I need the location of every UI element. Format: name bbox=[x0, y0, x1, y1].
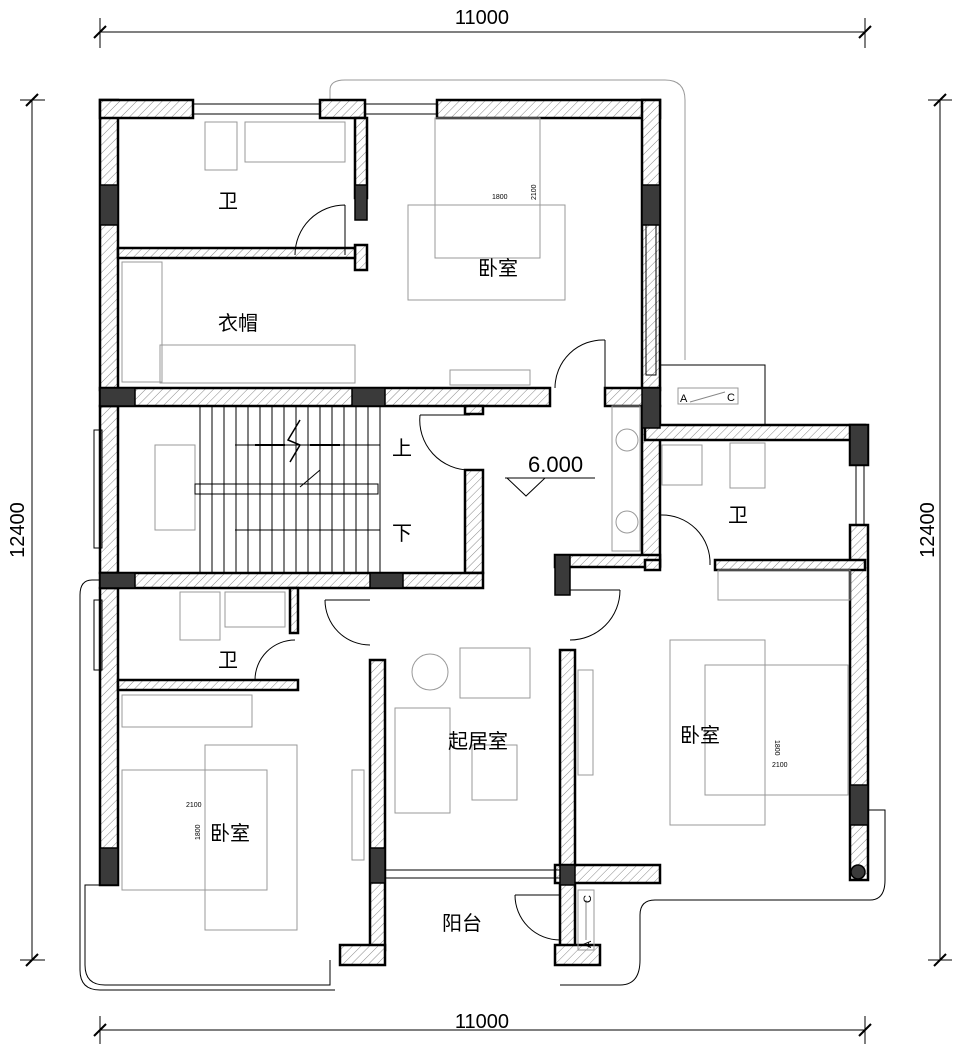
level-value: 6.000 bbox=[528, 452, 583, 477]
staircase: 上 下 bbox=[154, 406, 412, 573]
right-bed-width: 1800 bbox=[773, 740, 780, 756]
master-bed-width: 1800 bbox=[492, 194, 508, 201]
windows bbox=[93, 103, 865, 879]
stair-up-label: 上 bbox=[392, 436, 412, 460]
master-bed-length: 2100 bbox=[531, 184, 538, 200]
dimension-bottom-label: 11000 bbox=[455, 1011, 509, 1033]
dimension-left-label: 12400 bbox=[7, 502, 29, 558]
room-label-closet: 衣帽 bbox=[218, 311, 258, 335]
room-label-bath-lower-left: 卫 bbox=[218, 648, 238, 672]
doors bbox=[254, 204, 711, 941]
room-label-bedroom-right: 卧室 bbox=[680, 723, 720, 747]
ac-bottom-a: A bbox=[582, 940, 594, 948]
room-label-living-room: 起居室 bbox=[448, 729, 508, 753]
balcony-outline-bottom bbox=[84, 809, 886, 986]
room-label-bath-right: 卫 bbox=[728, 503, 748, 527]
ac-unit-top: A C bbox=[659, 364, 766, 426]
dimension-right-label: 12400 bbox=[917, 502, 939, 558]
room-label-balcony: 阳台 bbox=[442, 911, 482, 935]
room-label-master-bedroom: 卧室 bbox=[478, 256, 518, 280]
room-label-bedroom-lower-left: 卧室 bbox=[210, 821, 250, 845]
balcony-outline-left bbox=[79, 579, 335, 991]
dimension-top-label: 11000 bbox=[455, 7, 509, 29]
balcony-outline-top bbox=[329, 79, 686, 360]
furniture bbox=[121, 117, 851, 931]
lower-left-bed-length: 2100 bbox=[186, 802, 202, 809]
ac-unit-bottom: A C bbox=[577, 889, 595, 951]
dimension-left: 12400 bbox=[7, 93, 45, 967]
level-marker: 6.000 bbox=[505, 452, 595, 497]
right-bed-length: 2100 bbox=[772, 762, 788, 769]
lower-left-bed-width: 1800 bbox=[195, 824, 202, 840]
dimension-right: 12400 bbox=[917, 93, 952, 967]
ac-top-c: C bbox=[727, 392, 735, 404]
room-label-bath-top-left: 卫 bbox=[218, 189, 238, 213]
stair-down-label: 下 bbox=[392, 521, 412, 545]
dimension-bottom: 11000 bbox=[93, 1011, 872, 1044]
dimension-top: 11000 bbox=[93, 7, 872, 48]
ac-top-a: A bbox=[680, 393, 688, 405]
ac-bottom-c: C bbox=[582, 895, 594, 903]
